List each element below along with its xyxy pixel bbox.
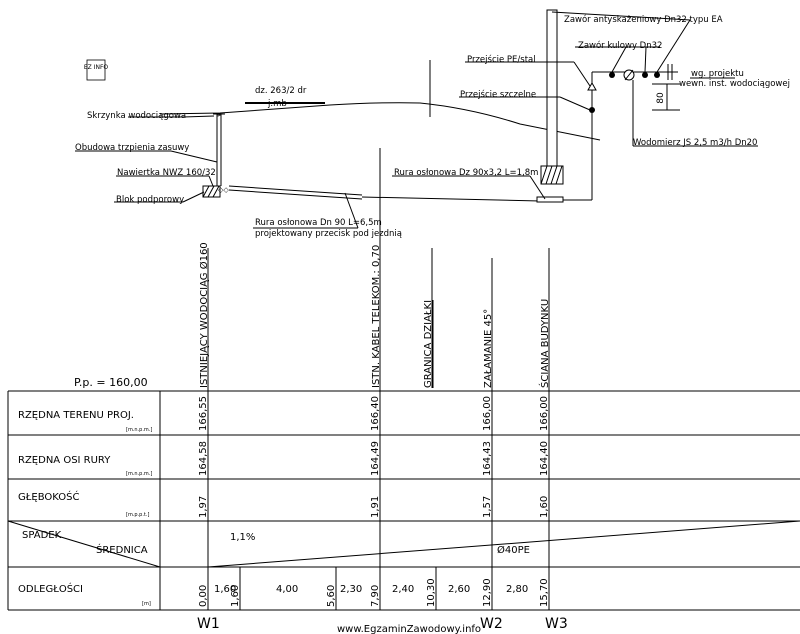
label-plot: dz. 263/2 dr xyxy=(255,86,307,96)
svg-text:≠: ≠ xyxy=(216,112,221,119)
valve-housing: ≠ xyxy=(213,112,225,186)
footer-url: www.EgzaminZawodowy.info xyxy=(337,624,481,634)
row-distances-label: ODLEGŁOŚCI xyxy=(18,582,83,595)
label-water-meter: Wodomierz JS 2,5 m3/h Dn20 xyxy=(633,138,757,148)
diameter-value: Ø40PE xyxy=(497,544,530,556)
label-seal-transition: Przejście szczelne xyxy=(460,89,536,100)
label-pe-steel: Przejście PE/stal xyxy=(467,54,536,65)
ball-valve-icon xyxy=(609,72,615,78)
depth-wall: 1,60 xyxy=(539,496,550,518)
row-distances-unit: [m] xyxy=(142,601,151,607)
segment-1: 4,00 xyxy=(276,584,298,595)
row-depth-unit: [m.p.p.t.] xyxy=(126,512,149,518)
svg-text:◇◇: ◇◇ xyxy=(218,186,229,194)
logo-text: EZ INFO xyxy=(84,64,109,71)
cumulative-3: 7,90 xyxy=(370,585,381,607)
row-depth-label: GŁĘBOKOŚĆ xyxy=(18,490,79,503)
row-axis-unit: [m.n.p.m.] xyxy=(126,471,152,477)
label-project-1: wg. projektu xyxy=(691,69,744,79)
terrain-existing: 166,55 xyxy=(198,396,209,431)
label-casing-pipe-dn: Rura osłonowa Dn 90 L=6,5m xyxy=(255,218,382,228)
station-bend: ZAŁAMANIE 45° xyxy=(483,309,494,388)
segment-0: 1,60 xyxy=(214,584,236,595)
label-crossing: projektowany przecisk pod jezdnią xyxy=(255,229,402,239)
leader-lines xyxy=(75,11,758,229)
label-support-block: Blok podporowy xyxy=(116,195,184,205)
water-pipe xyxy=(361,196,541,202)
ez-info-logo: EZ INFO xyxy=(84,59,109,81)
label-project-2: wewn. inst. wodociągowej xyxy=(679,79,790,89)
casing-pipe-top xyxy=(228,185,363,196)
cumulative-2: 5,60 xyxy=(326,585,337,607)
cumulative-5: 12,90 xyxy=(482,578,493,607)
cumulative-0: 0,00 xyxy=(198,585,209,607)
label-jmb: j.mb xyxy=(267,99,287,109)
building-wall xyxy=(546,9,558,167)
backflow-valve-icon xyxy=(654,72,660,78)
row-axis-label: RZĘDNA OSI RURY xyxy=(18,455,111,466)
support-block-hatch xyxy=(202,185,220,198)
seal-transition-icon xyxy=(589,107,595,113)
label-water-box: Skrzynka wodociągowa xyxy=(87,111,186,121)
terrain-bend: 166,00 xyxy=(482,396,493,431)
segment-2: 2,30 xyxy=(340,584,362,595)
ball-valve-icon-2 xyxy=(642,72,648,78)
terrain-cable: 166,40 xyxy=(370,396,381,431)
segment-3: 2,40 xyxy=(392,584,414,595)
terrain-wall: 166,00 xyxy=(539,396,550,431)
depth-bend: 1,57 xyxy=(482,496,493,518)
well-w1: W1 xyxy=(197,616,220,632)
station-lines xyxy=(207,148,550,610)
label-backflow-valve: Zawór antyskażeniowy Dn32 typu EA xyxy=(564,14,723,25)
label-casing-pipe-dz: Rura osłonowa Dz 90x3,2 L=1,8m xyxy=(394,168,538,178)
station-existing-main: ISTNIEJĄCY WODOCIĄG Ø160 xyxy=(198,242,210,388)
ground-line xyxy=(159,102,601,141)
axis-existing: 164,58 xyxy=(198,441,209,476)
axis-cable: 164,49 xyxy=(370,441,381,476)
casing-pipe-short xyxy=(536,196,564,203)
row-diameter-label: ŚREDNICA xyxy=(96,543,148,556)
depth-existing: 1,97 xyxy=(198,496,209,518)
axis-wall: 164,40 xyxy=(539,441,550,476)
well-w3: W3 xyxy=(545,616,568,632)
label-ball-valve: Zawór kulowy Dn32 xyxy=(578,40,662,51)
depth-cable: 1,91 xyxy=(370,496,381,518)
row-terrain-unit: [m.n.p.m.] xyxy=(126,427,152,433)
dim-80: 80 xyxy=(656,92,666,104)
row-slope-label: SPADEK xyxy=(22,530,62,541)
table-pp: P.p. = 160,00 xyxy=(74,376,148,389)
station-plot-boundary: GRANICA DZIAŁKI xyxy=(423,300,434,388)
station-building-wall: ŚCIANA BUDYNKU xyxy=(538,299,551,388)
segment-4: 2,60 xyxy=(448,584,470,595)
cumulative-4: 10,30 xyxy=(426,578,437,607)
cumulative-1: 1,60 xyxy=(230,585,241,607)
casing-pipe-bottom xyxy=(228,189,363,200)
slope-value: 1,1% xyxy=(230,532,255,543)
profile-table-grid xyxy=(7,390,800,611)
station-telecom-cable: ISTN. KABEL TELEKOM.: 0,70 xyxy=(371,245,382,388)
well-w2: W2 xyxy=(480,616,503,632)
cumulative-6: 15,70 xyxy=(539,578,550,607)
axis-bend: 164,43 xyxy=(482,441,493,476)
label-valve-housing: Obudowa trzpienia zasuwy xyxy=(75,143,189,153)
pe-steel-transition-icon xyxy=(587,81,597,91)
label-tapping-saddle: Nawiertka NWZ 160/32 xyxy=(117,168,216,178)
segment-5: 2,80 xyxy=(506,584,528,595)
row-terrain-label: RZĘDNA TERENU PROJ. xyxy=(18,410,134,421)
